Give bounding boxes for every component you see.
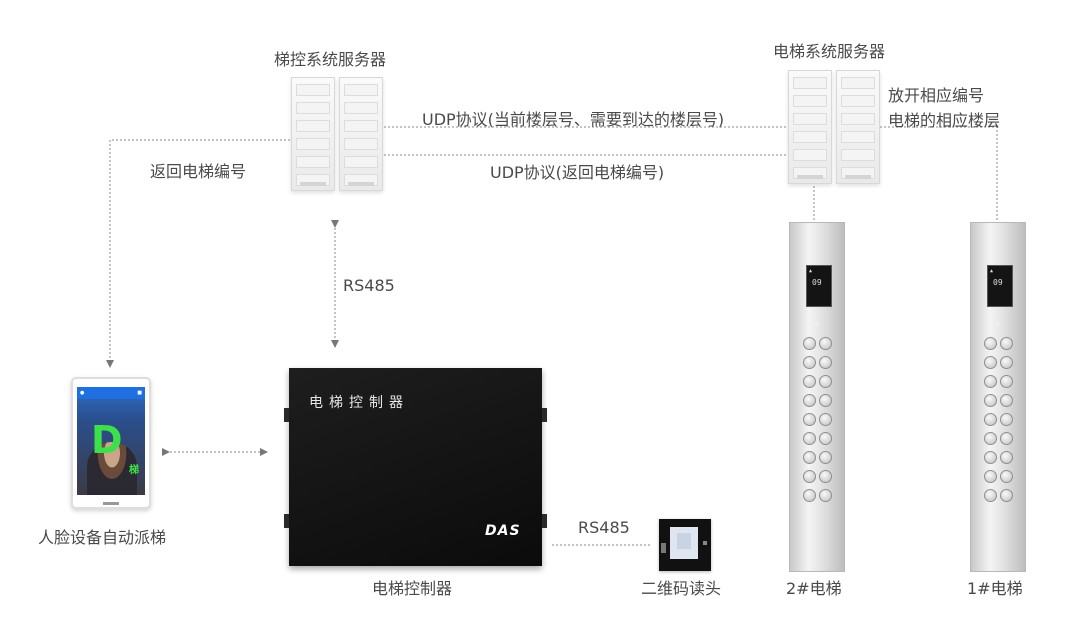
udp-request-label: UDP协议(当前楼层号、需要到达的楼层号) — [422, 110, 725, 129]
floor-button — [819, 337, 832, 350]
elevator-1-panel-icon: ▲ 09 — [970, 222, 1026, 572]
floor-display: ▲ 09 — [987, 265, 1013, 307]
floor-button — [1000, 337, 1013, 350]
floor-button — [803, 489, 816, 502]
floor-button — [819, 470, 832, 483]
floor-button — [1000, 375, 1013, 388]
rs485-qr-label: RS485 — [578, 518, 630, 537]
floor-button — [1000, 432, 1013, 445]
floor-button — [803, 356, 816, 369]
floor-button — [803, 470, 816, 483]
floor-button — [803, 451, 816, 464]
floor-button — [819, 375, 832, 388]
elevator-2-panel-icon: ▲ 09 — [789, 222, 845, 572]
open-floor-label-2: 电梯的相应楼层 — [888, 111, 1001, 130]
qr-reader-label: 二维码读头 — [641, 579, 722, 598]
floor-button — [803, 432, 816, 445]
elevator-controller-icon: 电梯控制器 DAS — [284, 368, 547, 566]
floor-button — [1000, 413, 1013, 426]
screen-side-char: 梯 — [129, 465, 139, 476]
floor-button — [984, 470, 997, 483]
udp-return-label: UDP协议(返回电梯编号) — [490, 163, 665, 182]
floor-button — [984, 451, 997, 464]
floor-button — [803, 375, 816, 388]
floor-button — [819, 489, 832, 502]
face-device-screen: ●■ D 梯 — [77, 387, 145, 495]
ladder-server-icon — [291, 77, 383, 191]
das-logo: DAS — [485, 523, 521, 539]
controller-box-title: 电梯控制器 — [309, 395, 409, 411]
floor-button — [984, 337, 997, 350]
elevator-server-icon — [788, 70, 880, 184]
elevator-server-label: 电梯系统服务器 — [773, 42, 886, 61]
open-floor-label-1: 放开相应编号 — [888, 86, 985, 105]
floor-button — [984, 375, 997, 388]
floor-display-number: 09 — [993, 278, 1003, 287]
screen-big-letter: D — [91, 418, 123, 462]
floor-button — [984, 413, 997, 426]
floor-button — [819, 356, 832, 369]
floor-button — [1000, 356, 1013, 369]
rs485-vertical-label: RS485 — [343, 276, 395, 295]
return-number-line — [106, 139, 290, 368]
elevator-2-label: 2#电梯 — [786, 579, 842, 598]
return-number-label: 返回电梯编号 — [150, 162, 247, 181]
face-device-label: 人脸设备自动派梯 — [38, 528, 167, 547]
floor-button — [819, 413, 832, 426]
qr-reader-icon — [659, 519, 711, 571]
floor-button — [1000, 394, 1013, 407]
floor-button — [803, 394, 816, 407]
floor-button — [1000, 489, 1013, 502]
floor-button — [819, 432, 832, 445]
floor-button — [984, 356, 997, 369]
floor-button — [984, 394, 997, 407]
floor-button — [1000, 470, 1013, 483]
floor-button — [984, 489, 997, 502]
elevator-1-label: 1#电梯 — [967, 579, 1023, 598]
face-device-icon: ●■ D 梯 — [71, 377, 151, 509]
ladder-server-label: 梯控系统服务器 — [274, 50, 387, 69]
floor-button — [819, 451, 832, 464]
person-photo — [87, 442, 137, 495]
floor-display-number: 09 — [812, 278, 822, 287]
server-elevator1-line — [880, 126, 998, 222]
floor-button — [803, 337, 816, 350]
floor-button — [819, 394, 832, 407]
floor-button — [984, 432, 997, 445]
floor-button — [1000, 451, 1013, 464]
controller-label: 电梯控制器 — [372, 579, 453, 598]
floor-button — [803, 413, 816, 426]
floor-display: ▲ 09 — [806, 265, 832, 307]
